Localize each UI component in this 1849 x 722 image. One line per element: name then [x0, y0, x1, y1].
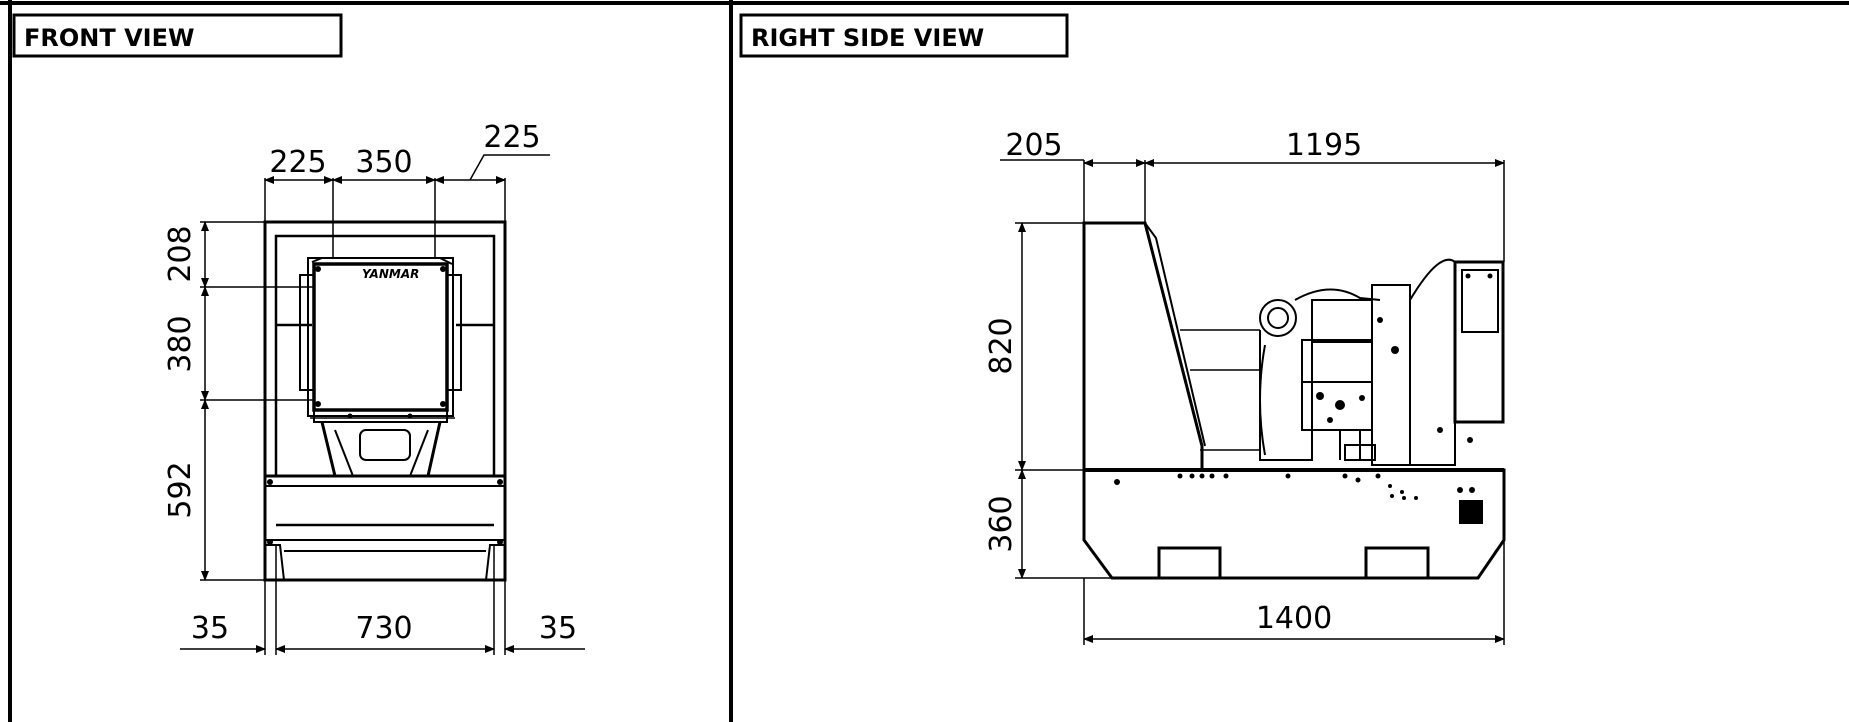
dim-front-bottom-right: 35: [539, 611, 577, 646]
side-view-title: RIGHT SIDE VIEW: [751, 24, 984, 52]
dim-side-top-left: 205: [1005, 128, 1062, 163]
dim-side-height-base: 360: [984, 495, 1019, 552]
dim-front-height-engine: 380: [163, 315, 198, 372]
side-engine: [1180, 258, 1505, 466]
front-frame-bolts: [267, 479, 503, 545]
dim-side-top-right: 1195: [1286, 128, 1362, 163]
front-view-title-box: [12, 13, 343, 58]
dim-front-bottom-middle: 730: [355, 611, 412, 646]
side-base: [1082, 468, 1506, 580]
dim-front-height-lower: 592: [163, 461, 198, 518]
front-engine-details: [315, 266, 446, 419]
side-engine-bolts: [1316, 273, 1493, 443]
front-engine: [299, 257, 462, 477]
engine-brand-label: YANMAR: [362, 267, 419, 281]
side-extension-lines: [1000, 159, 1505, 645]
side-enclosure: [1082, 221, 1206, 472]
dim-front-height-top: 208: [163, 225, 198, 282]
dim-side-height-upper: 820: [984, 317, 1019, 374]
dim-front-top-right: 225: [483, 120, 540, 155]
dim-front-bottom-left: 35: [191, 611, 229, 646]
side-dimension-lines: [1018, 159, 1505, 643]
front-dimension-lines: [180, 154, 585, 653]
front-extension-lines: [200, 178, 506, 655]
dim-front-top-middle: 350: [355, 145, 412, 180]
side-view: RIGHT SIDE VIEW: [739, 13, 1506, 645]
front-view-title: FRONT VIEW: [24, 24, 194, 52]
dim-side-overall-length: 1400: [1256, 601, 1332, 636]
side-view-title-box: [739, 13, 1069, 58]
front-view: FRONT VIEW: [12, 13, 585, 655]
dim-front-top-left: 225: [269, 145, 326, 180]
side-base-holes: [1114, 473, 1483, 524]
